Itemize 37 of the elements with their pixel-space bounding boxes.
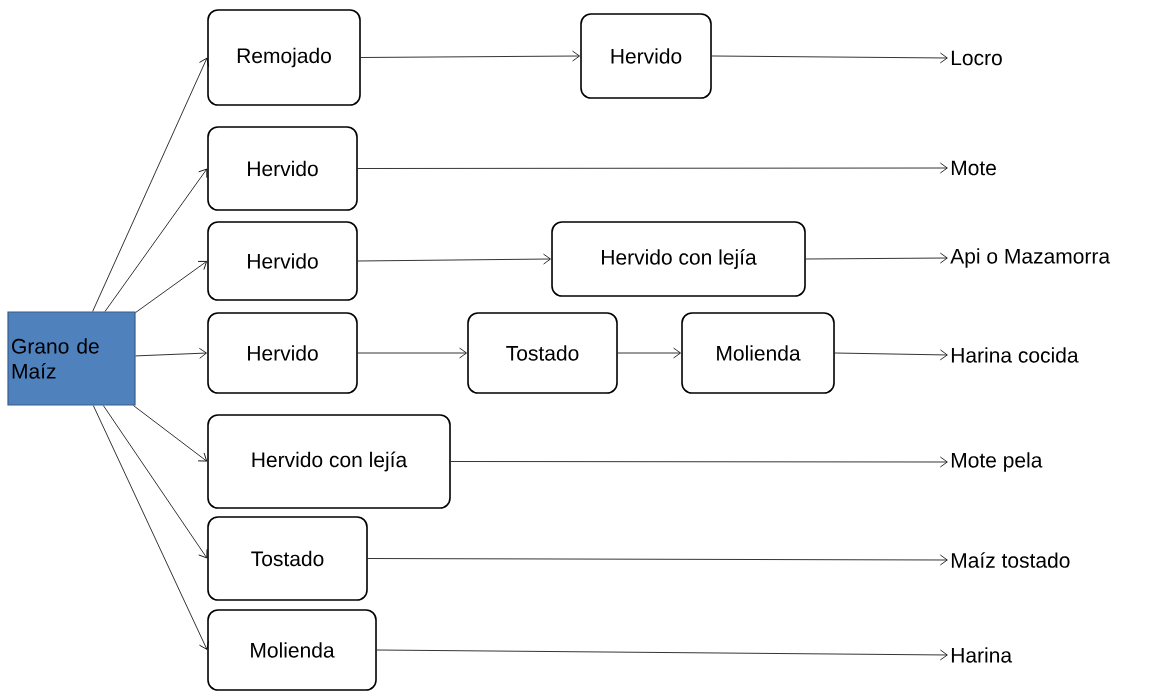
- product-label: Maíz tostado: [951, 552, 1070, 568]
- arrow: [135, 261, 208, 313]
- process-box: Hervido: [207, 126, 358, 211]
- arrow: [805, 252, 948, 264]
- process-box: Hervido: [580, 13, 712, 99]
- process-box: Hervido: [207, 312, 358, 394]
- process-box: Remojado: [207, 9, 361, 106]
- arrow: [92, 405, 209, 650]
- arrow: [103, 405, 208, 559]
- arrow: [711, 52, 948, 64]
- arrow: [92, 57, 209, 312]
- arrow: [357, 253, 551, 265]
- product-label: Mote pela: [951, 452, 1043, 472]
- arrow: [360, 50, 580, 62]
- input-box: Grano de Maíz: [7, 311, 136, 406]
- process-box: Tostado: [207, 516, 368, 601]
- process-box: Molienda: [681, 312, 835, 394]
- product-label: Harina: [951, 647, 1013, 663]
- arrow: [834, 349, 948, 361]
- arrow: [357, 162, 948, 174]
- process-box: Hervido con lejía: [551, 221, 806, 297]
- arrow: [450, 456, 948, 468]
- arrow: [104, 168, 208, 312]
- arrow: [376, 649, 948, 661]
- product-label: Mote: [951, 160, 996, 176]
- process-box: Hervido con lejía: [207, 414, 451, 509]
- process-box: Tostado: [467, 312, 618, 394]
- arrow: [617, 347, 681, 359]
- arrow: [135, 347, 207, 359]
- process-box: Hervido: [207, 221, 358, 301]
- arrow: [357, 347, 467, 359]
- process-box: Molienda: [207, 609, 377, 691]
- arrow: [133, 405, 208, 462]
- product-label: Locro: [951, 50, 1002, 66]
- arrow: [367, 554, 948, 566]
- product-label: Api o Mazamorra: [950, 248, 1111, 268]
- product-label: Harina cocida: [951, 347, 1079, 363]
